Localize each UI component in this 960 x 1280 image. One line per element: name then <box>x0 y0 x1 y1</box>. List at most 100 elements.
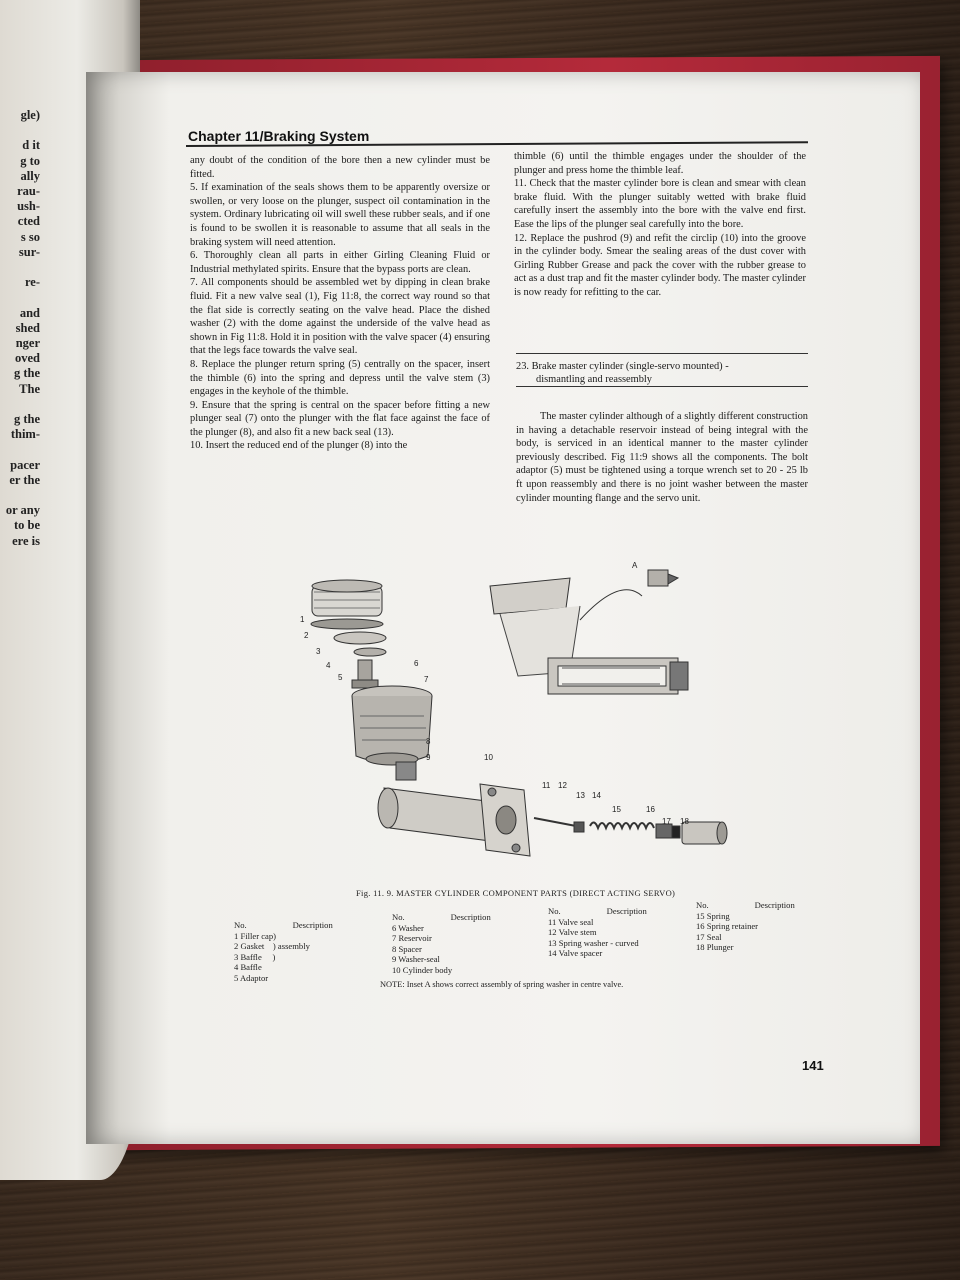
left-page-line: rau- <box>17 184 40 199</box>
legend-header-no: No. <box>234 920 247 930</box>
callout: 6 <box>414 659 419 668</box>
callout: 16 <box>646 805 655 814</box>
callout: 15 <box>612 805 621 814</box>
paragraph: 5. If examination of the seals shows the… <box>190 182 490 248</box>
legend-item: 18 Plunger <box>696 942 734 953</box>
legend-item: 9 Washer-seal <box>392 954 440 965</box>
sectional-view-drawing <box>489 577 689 695</box>
callout: 11 <box>542 781 551 790</box>
callout: 2 <box>304 631 309 640</box>
legend-item: 5 Adaptor <box>234 972 269 983</box>
legend-item: 2 Gasket ) assembly <box>234 941 310 952</box>
section-body: The master cylinder although of a slight… <box>516 411 808 504</box>
valve-assembly-drawing <box>533 817 728 845</box>
page-number: 141 <box>802 1058 824 1073</box>
legend-item: 6 Washer <box>392 922 424 933</box>
left-page-line: nger <box>15 336 40 351</box>
callout: 7 <box>424 675 429 684</box>
left-page-line: s so <box>20 229 40 244</box>
figure-note: NOTE: Inset A shows correct assembly of … <box>380 980 624 989</box>
legend-item: 12 Valve stem <box>548 927 597 938</box>
left-page-line: re- <box>24 275 40 290</box>
legend-header-no: No. <box>548 906 561 916</box>
callout: 3 <box>316 647 321 656</box>
callout: 14 <box>592 791 601 800</box>
adaptor-drawing <box>351 659 379 689</box>
reservoir-drawing <box>351 685 433 766</box>
legend-item: 4 Baffle <box>234 962 262 973</box>
filler-cap-drawing <box>310 579 387 657</box>
left-page-line: cted <box>17 214 40 229</box>
paragraph: 8. Replace the plunger return spring (5)… <box>190 358 490 398</box>
left-page-line: thim- <box>10 427 40 442</box>
section-rule <box>516 386 808 387</box>
legend-header-desc: Description <box>450 912 491 922</box>
paragraph: 12. Replace the pushrod (9) and refit th… <box>514 232 806 298</box>
left-page-line: ere is <box>12 533 40 548</box>
paragraph: 11. Check that the master cylinder bore … <box>514 178 806 230</box>
left-page-line: shed <box>15 320 40 335</box>
left-page-line: and <box>19 305 40 320</box>
text-column-left: any doubt of the condition of the bore t… <box>190 154 490 453</box>
inset-a-drawing <box>647 569 680 587</box>
legend-item: 7 Reservoir <box>392 933 432 944</box>
legend-header-no: No. <box>696 900 709 910</box>
legend-header-desc: Description <box>754 900 795 910</box>
paragraph: 9. Ensure that the spring is central on … <box>190 399 490 438</box>
paragraph: any doubt of the condition of the bore t… <box>190 155 490 180</box>
paragraph: 6. Thoroughly clean all parts in either … <box>190 250 490 275</box>
left-page-line: d it <box>22 138 40 153</box>
legend-item: 1 Filler cap) <box>234 930 276 941</box>
legend-header-no: No. <box>392 912 405 922</box>
left-page-line <box>0 488 40 503</box>
left-page-line <box>0 123 40 138</box>
legend-header-desc: Description <box>606 906 647 916</box>
paragraph: 7. All components should be assembled we… <box>190 277 490 357</box>
left-page-line <box>0 397 40 412</box>
callout: 18 <box>680 817 689 826</box>
callout: 13 <box>576 791 585 800</box>
paragraph: thimble (6) until the thimble engages un… <box>514 151 806 176</box>
legend-item: 8 Spacer <box>392 943 422 954</box>
callout: 8 <box>426 737 431 746</box>
left-page-line <box>0 442 40 457</box>
callout: 1 <box>300 615 305 624</box>
callout: 9 <box>426 753 431 762</box>
cylinder-body-drawing <box>377 761 531 857</box>
left-page-line: gle) <box>20 108 40 122</box>
section-heading: 23. Brake master cylinder (single-servo … <box>516 360 812 386</box>
legend-item: 14 Valve spacer <box>548 948 603 959</box>
callout: 10 <box>484 753 493 762</box>
left-page-line: ush- <box>17 199 40 214</box>
left-page-line: g the <box>13 366 40 381</box>
left-page-line: ally <box>20 168 40 183</box>
legend-item: 15 Spring <box>696 910 730 921</box>
left-page-line: g to <box>20 153 40 168</box>
inset-label: A <box>632 561 638 570</box>
legend-item: 3 Baffle ) <box>234 951 276 962</box>
callout-labels: 1 2 3 4 5 6 7 8 9 10 11 12 13 14 15 16 1… <box>300 561 689 826</box>
left-page-line <box>0 290 40 305</box>
left-page-line <box>0 260 40 275</box>
legend-item: 11 Valve seal <box>548 916 594 927</box>
left-page-line: or any <box>5 503 40 518</box>
left-page-line: The <box>19 381 40 396</box>
callout: 4 <box>326 661 331 670</box>
left-page-line: er the <box>9 472 40 487</box>
callout: 12 <box>558 781 567 790</box>
section-heading-line: dismantling and reassembly <box>536 374 653 385</box>
legend-column: No.Description 1 Filler cap)2 Gasket ) a… <box>234 920 333 984</box>
left-page-line: g the <box>13 412 40 427</box>
callout: 17 <box>662 817 671 826</box>
section-rule <box>516 353 808 354</box>
callout: 5 <box>338 673 343 682</box>
section-heading-line: 23. Brake master cylinder (single-servo … <box>516 361 729 372</box>
master-cylinder-illustration: 1 2 3 4 5 6 7 8 9 10 11 12 13 14 15 16 1… <box>300 561 728 857</box>
chapter-title: Chapter 11/Braking System <box>188 128 370 144</box>
figure-caption: Fig. 11. 9. MASTER CYLINDER COMPONENT PA… <box>356 888 676 898</box>
paragraph: 10. Insert the reduced end of the plunge… <box>190 440 408 452</box>
